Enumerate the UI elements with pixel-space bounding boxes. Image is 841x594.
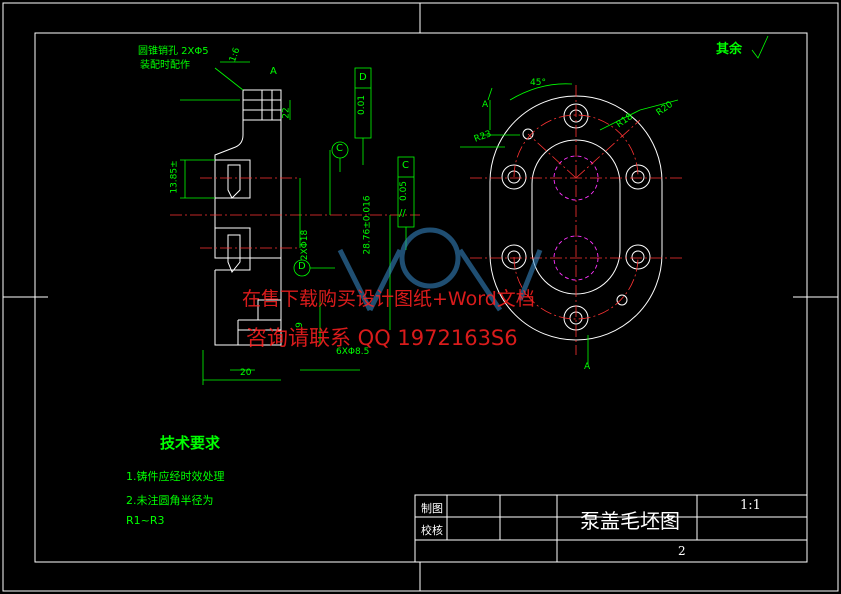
watermark-logo — [337, 227, 543, 312]
tol-d-label: 0.01 — [357, 94, 368, 116]
plan-view — [489, 95, 663, 341]
plan-dimensions — [460, 35, 769, 365]
hole-note-2: 装配时配作 — [140, 60, 190, 71]
drawing-scale: 1:1 — [740, 498, 761, 513]
dim-22: 22 — [281, 107, 292, 119]
note-item: 2.未注圆角半径为 — [126, 494, 214, 507]
dim-45: 45° — [530, 78, 546, 88]
datum-c-label: C — [336, 143, 343, 154]
dim-6x: 6XΦ8.5 — [336, 347, 370, 357]
dim-d-label: D — [359, 72, 367, 83]
title-block — [414, 494, 808, 563]
plan-centerlines — [470, 85, 685, 355]
hole-note-1: 圆锥销孔 2XΦ5 — [138, 46, 209, 57]
check-label: 校核 — [421, 524, 443, 537]
watermark-line-2: 咨询请联系 QQ 1972163S6 — [246, 326, 518, 350]
section-view — [214, 89, 282, 346]
view-a-bottom: A — [584, 362, 591, 372]
dim-2x18: 2XΦ18 — [300, 229, 311, 261]
datum-d-label: D — [298, 261, 306, 272]
note-item: 1.铸件应经时效处理 — [126, 470, 225, 483]
notes-heading: 技术要求 — [160, 434, 221, 452]
section-a-label: A — [270, 66, 277, 77]
dim-28-76: 28.76±0.016 — [362, 195, 373, 255]
roughness-note: 其余 — [716, 42, 743, 57]
dim-13-85: 13.85± — [169, 160, 180, 194]
centering-marks — [3, 3, 838, 591]
view-a-top: A — [482, 100, 489, 110]
sheet-number: 2 — [678, 544, 686, 558]
drawing-title: 泵盖毛坯图 — [580, 509, 680, 533]
draw-label: 制图 — [421, 502, 443, 515]
dim-c-label: C — [402, 160, 409, 171]
watermark-line-1: 在售下载购买设计图纸+Word文档 — [242, 288, 535, 310]
dim-20: 20 — [240, 368, 252, 378]
section-centerlines — [170, 177, 420, 249]
tol-c-label: 0.05 — [399, 180, 410, 202]
section-dimensions — [180, 61, 415, 385]
parallel-symbol: // — [399, 208, 406, 219]
note-item: R1~R3 — [126, 514, 165, 527]
